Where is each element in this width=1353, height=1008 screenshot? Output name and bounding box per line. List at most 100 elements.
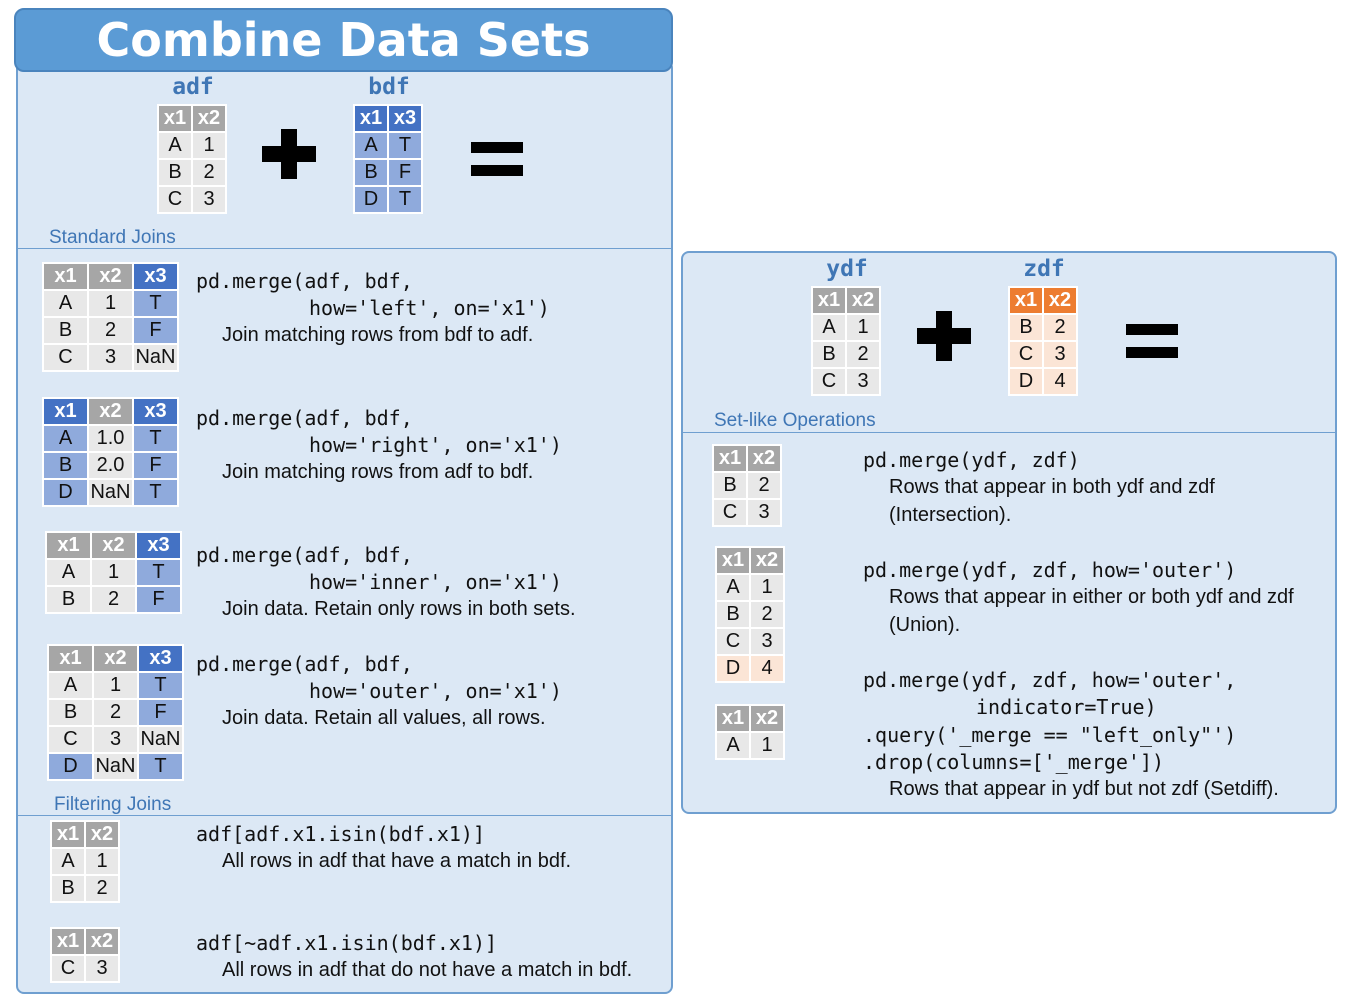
union-cell: A — [717, 575, 749, 600]
union-cell: D — [717, 656, 749, 681]
right-join-cell: T — [134, 480, 177, 505]
union-cell: 3 — [751, 629, 783, 654]
right-join-cell: 1.0 — [89, 426, 132, 451]
ydf-header: x2 — [847, 288, 879, 313]
semi-join-cell: A — [52, 849, 84, 874]
inner-join-header: x1 — [47, 533, 90, 558]
inner-join-code-2: how='inner', on='x1') — [309, 570, 562, 594]
inner-join-header: x3 — [137, 533, 180, 558]
outer-join-cell: C — [49, 727, 92, 752]
semi-join-cell: 2 — [86, 876, 118, 901]
left-panel — [16, 60, 673, 994]
zdf-cell: B — [1010, 315, 1042, 340]
zdf-cell: 2 — [1044, 315, 1076, 340]
union-header: x2 — [751, 548, 783, 573]
ydf-cell: B — [813, 342, 845, 367]
left-join-header: x1 — [44, 264, 87, 289]
bdf-cell: T — [389, 187, 421, 212]
outer-join-header: x2 — [94, 646, 137, 671]
union-desc-2: (Union). — [889, 614, 961, 636]
union-cell: B — [717, 602, 749, 627]
left-join-cell: 3 — [89, 345, 132, 370]
union-cell: 4 — [751, 656, 783, 681]
setdiff-code-4: .drop(columns=['_merge']) — [863, 750, 1165, 774]
bdf-cell: B — [355, 160, 387, 185]
semi-join-cell: B — [52, 876, 84, 901]
anti-join-header: x2 — [86, 929, 118, 954]
adf-name: adf — [172, 74, 214, 100]
outer-join-cell: T — [139, 754, 182, 779]
zdf-cell: C — [1010, 342, 1042, 367]
intersection-header: x1 — [714, 446, 746, 471]
inner-join-header: x2 — [92, 533, 135, 558]
setdiff-header: x2 — [751, 706, 783, 731]
plus-icon — [917, 311, 971, 361]
outer-join-cell: NaN — [94, 754, 137, 779]
anti-join-desc: All rows in adf that do not have a match… — [222, 959, 633, 981]
ydf-cell: 1 — [847, 315, 879, 340]
intersection-cell: C — [714, 500, 746, 525]
union-code: pd.merge(ydf, zdf, how='outer') — [863, 558, 1237, 582]
bdf-cell: F — [389, 160, 421, 185]
left-join-cell: 2 — [89, 318, 132, 343]
outer-join-cell: 3 — [94, 727, 137, 752]
zdf-cell: 4 — [1044, 369, 1076, 394]
adf-cell: C — [159, 187, 191, 212]
adf-cell: 3 — [193, 187, 225, 212]
adf-header-x2: x2 — [193, 106, 225, 131]
outer-join-cell: F — [139, 700, 182, 725]
setdiff-header: x1 — [717, 706, 749, 731]
right-join-cell: D — [44, 480, 87, 505]
left-join-cell: A — [44, 291, 87, 316]
adf-cell: 2 — [193, 160, 225, 185]
inner-join-cell: T — [137, 560, 180, 585]
intersection-desc-2: (Intersection). — [889, 504, 1012, 526]
bdf-cell: D — [355, 187, 387, 212]
intersection-desc-1: Rows that appear in both ydf and zdf — [889, 476, 1215, 498]
right-join-header: x3 — [134, 399, 177, 424]
right-join-cell: A — [44, 426, 87, 451]
left-join-desc: Join matching rows from bdf to adf. — [222, 324, 534, 346]
left-join-cell: 1 — [89, 291, 132, 316]
union-cell: 2 — [751, 602, 783, 627]
right-join-code-1: pd.merge(adf, bdf, — [196, 406, 413, 430]
setdiff-desc: Rows that appear in ydf but not zdf (Set… — [889, 778, 1279, 800]
bdf-header-x3: x3 — [389, 106, 421, 131]
intersection-header: x2 — [748, 446, 780, 471]
semi-join-code: adf[adf.x1.isin(bdf.x1)] — [196, 822, 485, 846]
right-join-cell: 2.0 — [89, 453, 132, 478]
bdf-cell: A — [355, 133, 387, 158]
ydf-name: ydf — [826, 256, 868, 282]
intersection-cell: 3 — [748, 500, 780, 525]
inner-join-cell: 2 — [92, 587, 135, 612]
right-join-cell: T — [134, 426, 177, 451]
adf-header-x1: x1 — [159, 106, 191, 131]
union-cell: C — [717, 629, 749, 654]
ydf-cell: 3 — [847, 369, 879, 394]
union-cell: 1 — [751, 575, 783, 600]
outer-join-header: x3 — [139, 646, 182, 671]
ydf-cell: A — [813, 315, 845, 340]
zdf-name: zdf — [1023, 256, 1065, 282]
right-join-desc: Join matching rows from adf to bdf. — [222, 461, 534, 483]
adf-cell: 1 — [193, 133, 225, 158]
ydf-header: x1 — [813, 288, 845, 313]
outer-join-cell: T — [139, 673, 182, 698]
semi-join-cell: 1 — [86, 849, 118, 874]
inner-join-code-1: pd.merge(adf, bdf, — [196, 543, 413, 567]
union-header: x1 — [717, 548, 749, 573]
adf-cell: B — [159, 160, 191, 185]
intersection-cell: B — [714, 473, 746, 498]
semi-join-header: x1 — [52, 822, 84, 847]
ydf-cell: C — [813, 369, 845, 394]
left-join-header: x3 — [134, 264, 177, 289]
left-join-cell: B — [44, 318, 87, 343]
zdf-header: x2 — [1044, 288, 1076, 313]
left-join-cell: F — [134, 318, 177, 343]
outer-join-cell: NaN — [139, 727, 182, 752]
